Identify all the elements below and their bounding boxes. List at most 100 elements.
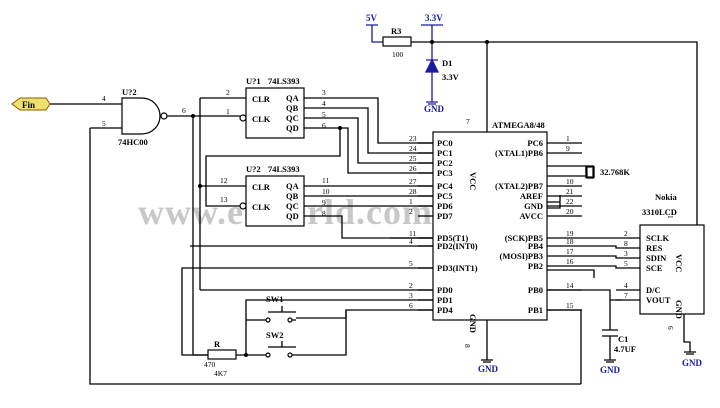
mcu-pin-number: 26	[409, 164, 417, 173]
svg-text:6: 6	[666, 326, 675, 330]
d1-ref: D1	[442, 58, 452, 68]
lcd-pin-name: VOUT	[646, 295, 671, 305]
mcu-body	[432, 131, 548, 321]
mcu-pin-number: 25	[409, 154, 417, 163]
switch-sw1[interactable]: SW1	[262, 294, 296, 323]
mcu-pin-name: PD4	[437, 305, 453, 315]
mcu-pin-name: AREF	[520, 191, 543, 201]
mcu-pin-number: 16	[566, 257, 574, 266]
lcd-pin-number: 8	[624, 239, 628, 248]
mcu-pin-name: PC6	[527, 138, 543, 148]
counter-u1b: U?2 74LS393 CLR CLK QA QB QC QD 12 13 11…	[198, 164, 433, 291]
mcu-name: ATMEGA8/48	[492, 120, 545, 130]
mcu-pin-number: 5	[409, 259, 413, 268]
mcu-pin-name: GND	[524, 201, 543, 211]
svg-text:QC: QC	[286, 201, 299, 211]
mcu-pin-name: PD5(T1)	[437, 233, 468, 243]
mcu-pin-number: 15	[566, 301, 574, 310]
counter-u1b-body	[245, 175, 305, 227]
mcu-pin-name: PD0	[437, 285, 453, 295]
svg-text:QB: QB	[286, 191, 299, 201]
svg-text:6: 6	[322, 121, 326, 130]
resistor-r3	[382, 36, 412, 47]
r-ref: R	[214, 339, 221, 349]
svg-text:GND: GND	[682, 358, 703, 368]
capacitor-c1: C1 4.7UF GND	[600, 300, 636, 375]
lcd-body	[639, 224, 705, 315]
mcu-pin-name: PC3	[437, 168, 453, 178]
mcu-pin-number: 10	[566, 177, 574, 186]
mcu-pin-number: 14	[566, 281, 574, 290]
u1b-ref: U?2	[246, 164, 261, 174]
mcu-pin-name: (XTAL1)PB6	[495, 148, 543, 158]
svg-text:1: 1	[226, 107, 230, 116]
input-fin: Fin	[11, 97, 122, 111]
svg-text:QD: QD	[286, 211, 299, 221]
mcu-pin-name: PD7	[437, 211, 453, 221]
svg-text:5: 5	[102, 119, 106, 128]
input-label: Fin	[22, 100, 35, 110]
mcu-pin-name: PC4	[437, 181, 453, 191]
mcu-pin-number: 1	[409, 197, 413, 206]
u2-part: 74HC00	[118, 137, 148, 147]
lcd-pin-name: SCLK	[646, 233, 670, 243]
svg-text:1: 1	[666, 215, 675, 219]
svg-text:CLR: CLR	[252, 182, 271, 192]
svg-text:5: 5	[322, 110, 326, 119]
svg-text:4: 4	[322, 99, 326, 108]
mcu-pin-name: PD2(INT0)	[437, 241, 478, 251]
lcd-pin-number: 2	[624, 229, 628, 238]
u1a-ref: U?1	[246, 76, 261, 86]
r3-ref: R3	[391, 26, 401, 36]
mcu-pin-name: (MOSI)PB3	[500, 251, 543, 261]
mcu-pin-number: 3	[409, 291, 413, 300]
mcu-pin-number: 11	[409, 229, 416, 238]
resistor-r: R 470 4K7	[204, 320, 248, 378]
svg-text:GND: GND	[478, 364, 499, 374]
mcu-pin-number: 20	[566, 207, 574, 216]
svg-text:7: 7	[466, 117, 470, 126]
mcu-pin-name: PB0	[528, 285, 543, 295]
mcu-pin-name: PC1	[437, 148, 453, 158]
c1-ref: C1	[618, 334, 628, 344]
watermark: www.eeworld.com.cn	[138, 192, 481, 232]
svg-text:GND: GND	[468, 314, 478, 333]
mcu-pin-number: 27	[409, 177, 417, 186]
svg-text:CLK: CLK	[252, 114, 271, 124]
junction	[430, 40, 434, 44]
mcu-pin-number: 4	[409, 237, 413, 246]
svg-text:8: 8	[322, 209, 326, 218]
svg-text:QB: QB	[286, 103, 299, 113]
svg-text:13: 13	[220, 195, 228, 204]
mcu-pin-name: PB2	[528, 261, 543, 271]
mcu-pin-number: 21	[566, 187, 574, 196]
svg-text:10: 10	[322, 187, 330, 196]
svg-text:2: 2	[226, 88, 230, 97]
lcd-pin-name: SCE	[646, 263, 663, 273]
mcu-pin-name: PD3(INT1)	[437, 263, 478, 273]
mcu-pin-name: PD6	[437, 201, 453, 211]
mcu-pin-number: 2	[409, 281, 413, 290]
svg-text:QA: QA	[286, 181, 300, 191]
mcu-pin-name: PD1	[437, 295, 453, 305]
sw1-label: SW1	[266, 294, 283, 304]
svg-text:GND: GND	[600, 365, 621, 375]
u2-ref: U?2	[122, 87, 137, 97]
lcd-pin-number: 3	[624, 249, 628, 258]
svg-text:QA: QA	[286, 93, 300, 103]
lcd-pin-name: D/C	[646, 285, 661, 295]
mcu-pin-number: 6	[409, 301, 413, 310]
mcu-pin-number: 18	[566, 237, 574, 246]
svg-text:9: 9	[322, 198, 326, 207]
svg-text:VCC: VCC	[674, 254, 684, 272]
svg-text:GND: GND	[674, 300, 684, 319]
svg-text:VCC: VCC	[468, 172, 478, 190]
c1-value: 4.7UF	[614, 344, 636, 354]
mcu-pin-name: (SCK)PB5	[505, 233, 543, 243]
mcu-pin-number: 28	[409, 187, 417, 196]
switch-sw2[interactable]: SW2	[246, 310, 347, 358]
